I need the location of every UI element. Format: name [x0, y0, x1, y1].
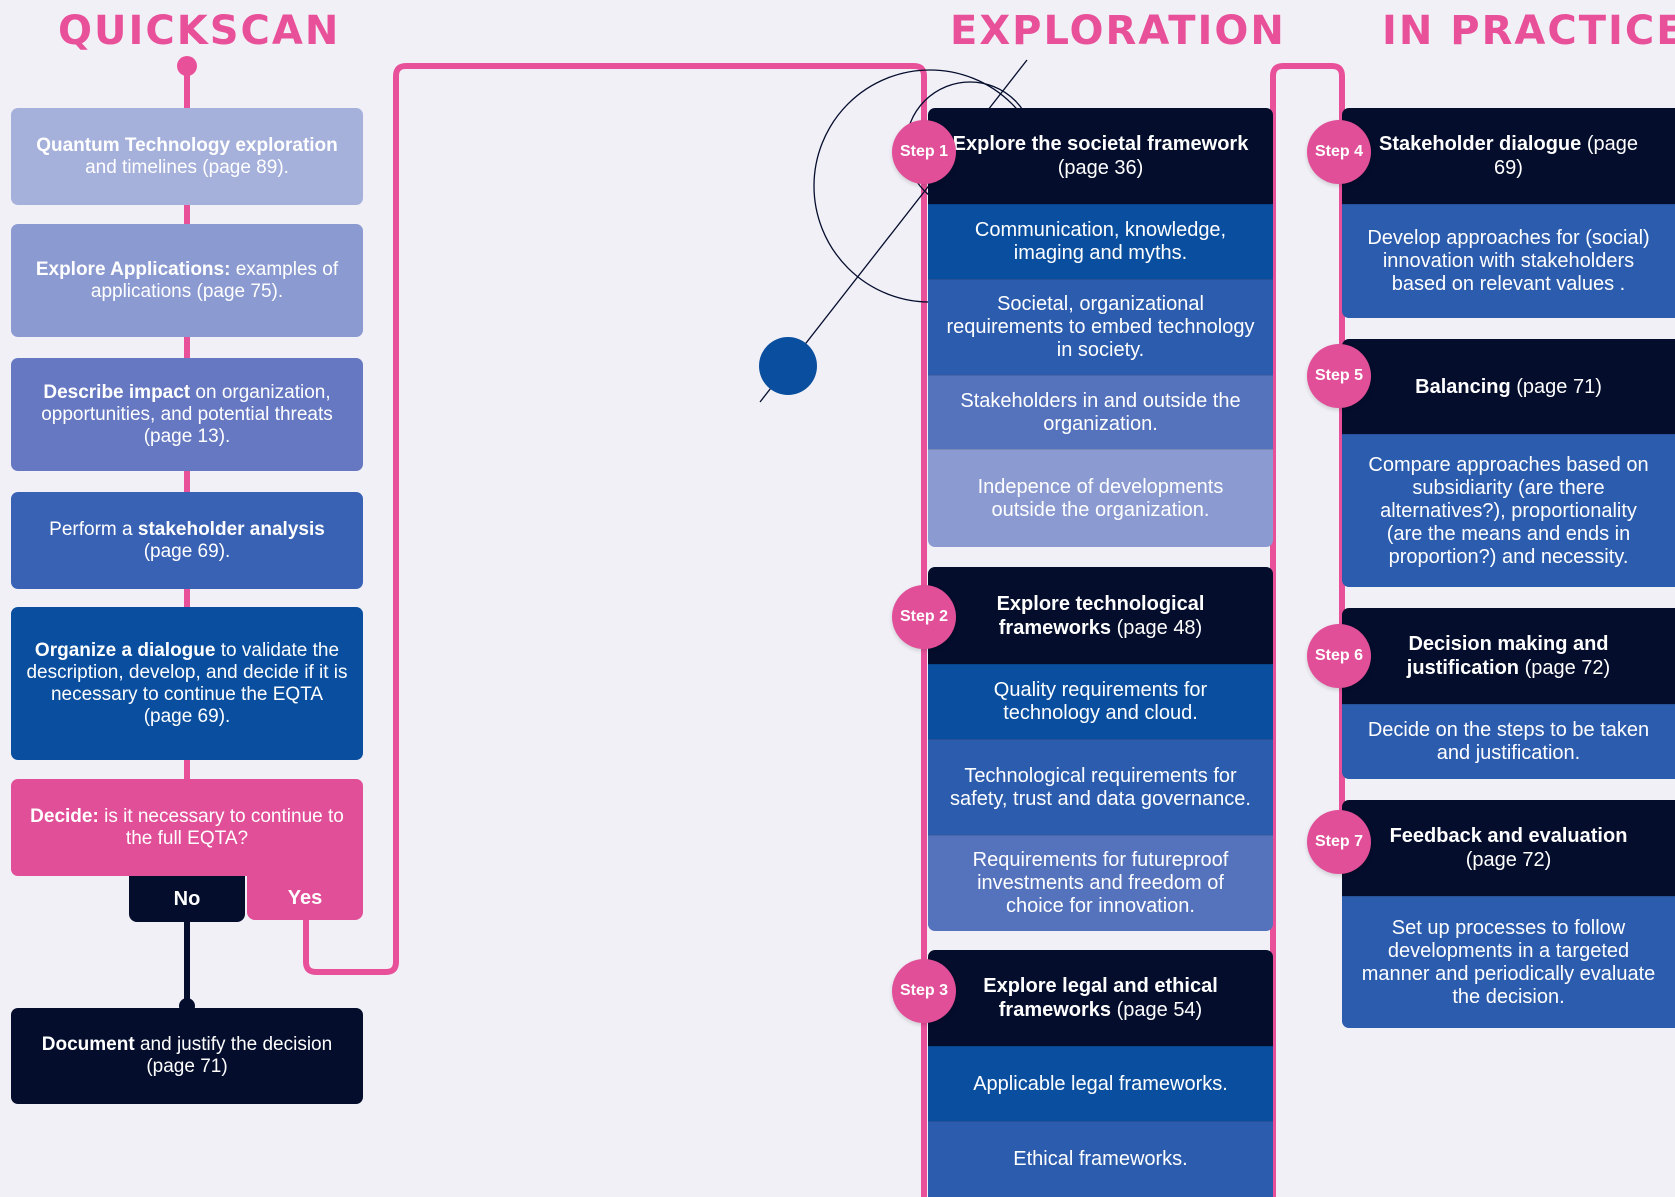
- exploration-heading: EXPLORATION: [950, 8, 1286, 54]
- step-5-header: Balancing (page 71): [1342, 339, 1675, 434]
- yes-branch-line: [303, 63, 927, 1197]
- step-2-title: Explore technological frameworks: [996, 592, 1205, 639]
- quickscan-box-4-pre: Perform a: [49, 518, 138, 540]
- step-2-stack: Explore technological frameworks (page 4…: [928, 567, 1273, 931]
- quickscan-box-2-text: examples of applications (page 75).: [90, 258, 339, 302]
- step-6-stack: Decision making and justification (page …: [1342, 608, 1675, 779]
- step-3-item-2: Ethical frameworks.: [928, 1121, 1273, 1197]
- quickscan-box-4-text: (page 69).: [143, 540, 231, 562]
- step-2-header: Explore technological frameworks (page 4…: [928, 567, 1273, 664]
- step-4-badge: Step 4: [1307, 120, 1371, 184]
- step-7-item-1: Set up processes to follow developments …: [1342, 896, 1675, 1028]
- step-4-item-1: Develop approaches for (social) innovati…: [1342, 204, 1675, 318]
- step-2-item-1: Quality requirements for technology and …: [928, 664, 1273, 739]
- step-3-badge: Step 3: [892, 959, 956, 1023]
- step-3-page: (page 54): [1111, 999, 1203, 1021]
- step-6-title: Decision making and justification: [1406, 633, 1609, 679]
- step-7-stack: Feedback and evaluation (page 72) Set up…: [1342, 800, 1675, 1028]
- step-1-badge: Step 1: [892, 120, 956, 184]
- step-4-page: (page 69): [1494, 133, 1638, 179]
- practice-connector-line: [1270, 63, 1345, 1197]
- quickscan-box-1-bold: Quantum Technology exploration: [36, 134, 338, 156]
- step-6-item-1: Decide on the steps to be taken and just…: [1342, 704, 1675, 779]
- step-4-title: Stakeholder dialogue: [1379, 133, 1582, 155]
- document-box: Document and justify the decision (page …: [11, 1008, 363, 1104]
- step-1-item-2: Societal, organizational requirements to…: [928, 279, 1273, 375]
- step-1-stack: Explore the societal framework (page 36)…: [928, 108, 1273, 547]
- quickscan-box-1-text: and timelines (page 89).: [85, 156, 289, 178]
- quickscan-box-5-text: to validate the description, develop, an…: [26, 639, 348, 727]
- step-6-badge: Step 6: [1307, 624, 1371, 688]
- step-3-title: Explore legal and ethical frameworks: [983, 975, 1218, 1021]
- quickscan-decide-box: Decide: is it necessary to continue to t…: [11, 779, 363, 876]
- step-7-header: Feedback and evaluation (page 72): [1342, 800, 1675, 896]
- step-2-badge: Step 2: [892, 585, 956, 649]
- step-7-badge: Step 7: [1307, 810, 1371, 874]
- step-2-item-3: Requirements for futureproof investments…: [928, 835, 1273, 931]
- quickscan-box-1: Quantum Technology exploration and timel…: [11, 108, 363, 205]
- quickscan-box-4: Perform a stakeholder analysis (page 69)…: [11, 492, 363, 589]
- quickscan-box-5-bold: Organize a dialogue: [34, 639, 216, 661]
- step-2-item-2: Technological requirements for safety, t…: [928, 739, 1273, 835]
- decor-blue-dot: [759, 337, 817, 395]
- step-1-item-3: Stakeholders in and outside the organiza…: [928, 375, 1273, 449]
- step-5-title: Balancing: [1415, 375, 1511, 398]
- document-bold: Document: [41, 1034, 135, 1055]
- step-1-item-1: Communication, knowledge, imaging and my…: [928, 204, 1273, 279]
- decide-text: is it necessary to continue to the full …: [98, 805, 344, 849]
- quickscan-box-3-text: on organization, opportunities, and pote…: [41, 381, 333, 447]
- in-practice-heading: IN PRACTICE: [1382, 8, 1675, 54]
- document-text: and justify the decision (page 71): [134, 1034, 333, 1077]
- no-button[interactable]: No: [129, 876, 245, 922]
- step-4-stack: Stakeholder dialogue (page 69) Develop a…: [1342, 108, 1675, 318]
- step-5-page: (page 71): [1510, 375, 1602, 398]
- step-1-header: Explore the societal framework (page 36): [928, 108, 1273, 204]
- step-4-header: Stakeholder dialogue (page 69): [1342, 108, 1675, 204]
- spine-start-dot: [177, 56, 197, 76]
- quickscan-heading: QUICKSCAN: [58, 8, 341, 54]
- step-3-stack: Explore legal and ethical frameworks (pa…: [928, 950, 1273, 1197]
- quickscan-box-3: Describe impact on organization, opportu…: [11, 358, 363, 471]
- decide-bold: Decide:: [30, 805, 99, 827]
- step-3-item-1: Applicable legal frameworks.: [928, 1046, 1273, 1121]
- step-1-item-4: Indepence of developments outside the or…: [928, 449, 1273, 547]
- step-5-badge: Step 5: [1307, 344, 1371, 408]
- step-7-page: (page 72): [1465, 849, 1552, 871]
- step-2-page: (page 48): [1111, 616, 1203, 639]
- step-3-header: Explore legal and ethical frameworks (pa…: [928, 950, 1273, 1046]
- step-6-page: (page 72): [1519, 657, 1611, 679]
- yes-button[interactable]: Yes: [247, 876, 363, 920]
- quickscan-box-5: Organize a dialogue to validate the desc…: [11, 607, 363, 760]
- step-1-title: Explore the societal framework: [952, 133, 1249, 155]
- quickscan-box-4-bold: stakeholder analysis: [137, 518, 325, 540]
- step-6-header: Decision making and justification (page …: [1342, 608, 1675, 704]
- step-1-page: (page 36): [1057, 157, 1144, 179]
- step-5-item-1: Compare approaches based on subsidiarity…: [1342, 434, 1675, 587]
- quickscan-box-2: Explore Applications: examples of applic…: [11, 224, 363, 337]
- quickscan-box-3-bold: Describe impact: [43, 381, 191, 403]
- step-5-stack: Balancing (page 71) Compare approaches b…: [1342, 339, 1675, 587]
- quickscan-box-2-bold: Explore Applications:: [35, 258, 231, 280]
- step-7-title: Feedback and evaluation: [1389, 825, 1628, 847]
